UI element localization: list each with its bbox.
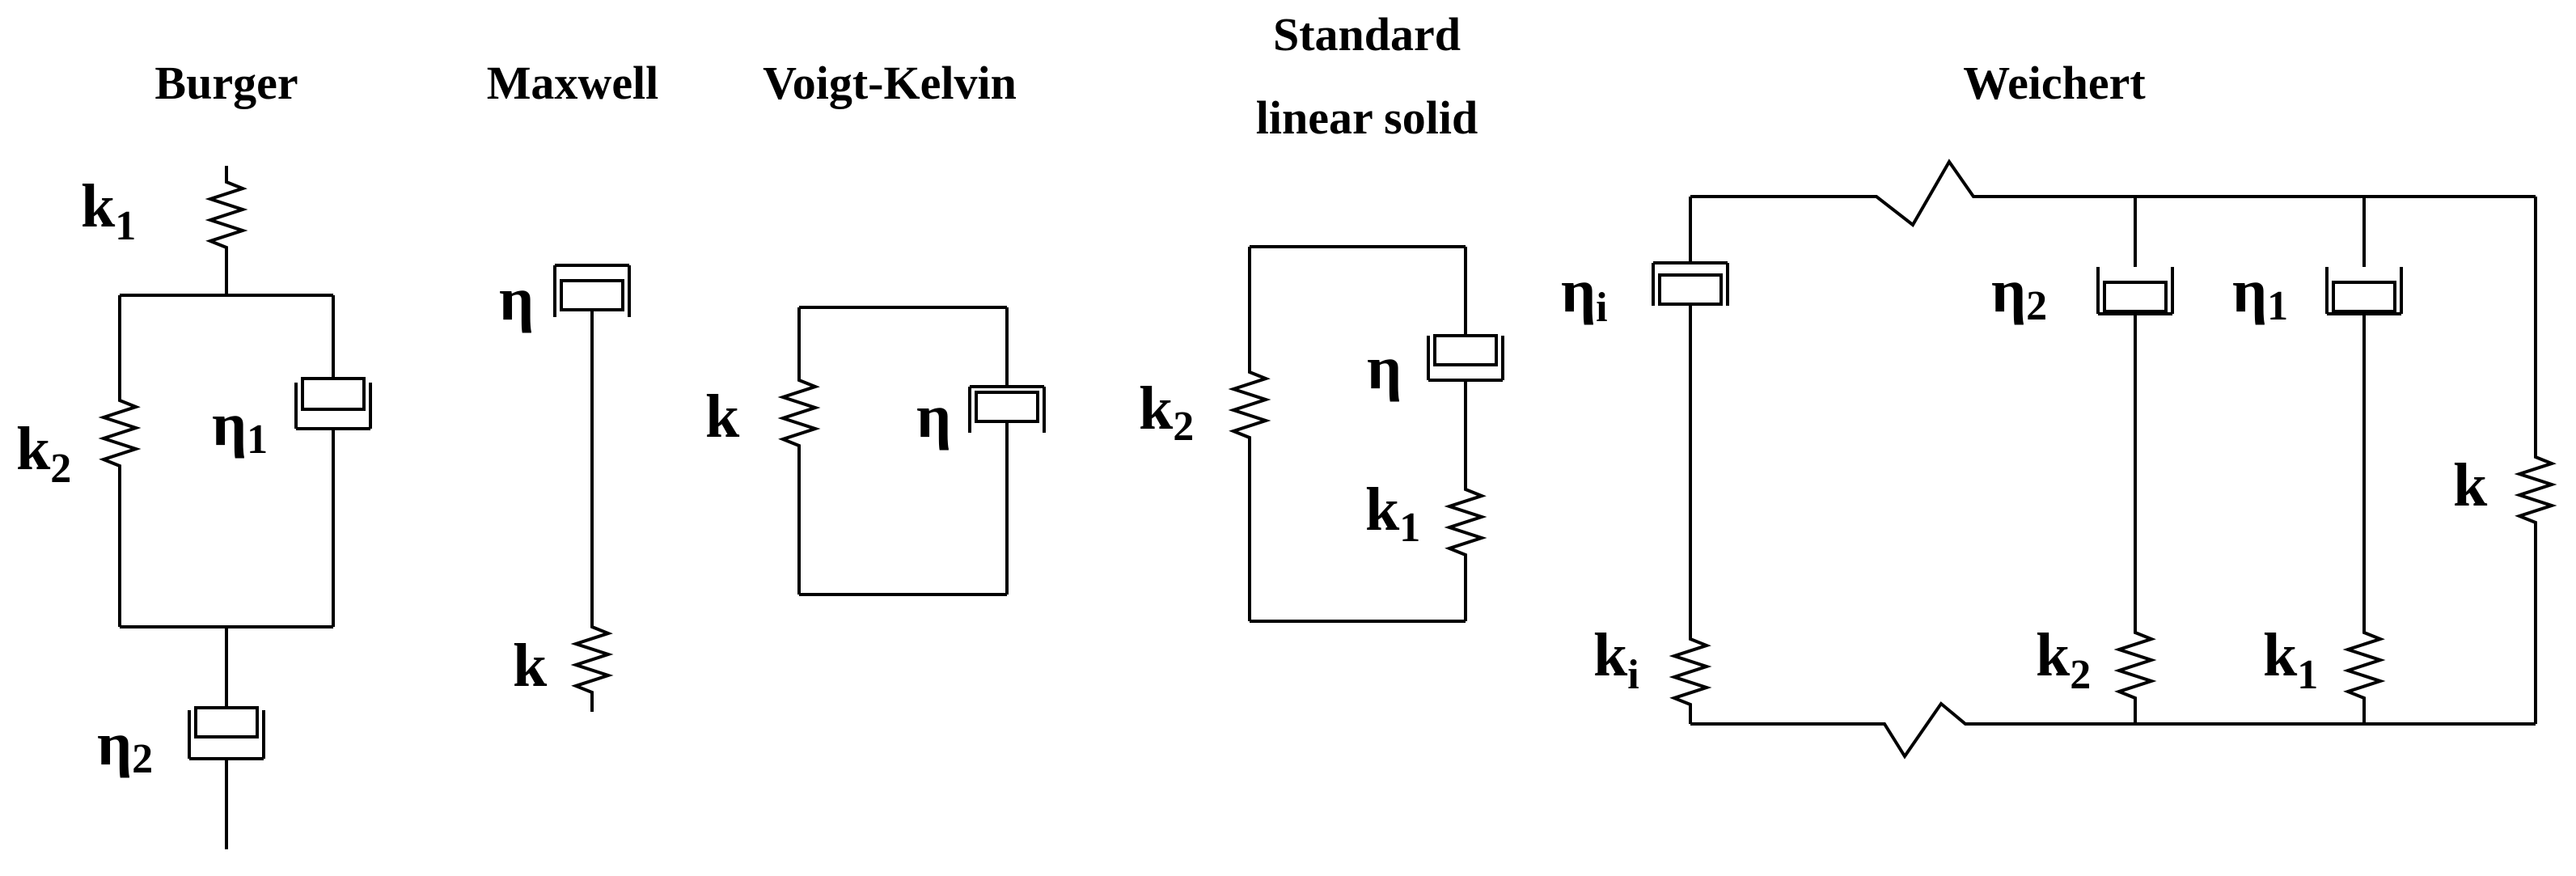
burger-spring-k2 bbox=[98, 295, 142, 627]
voigt-kelvin-title: Voigt-Kelvin bbox=[763, 57, 1017, 109]
burger-k1-label: k1 bbox=[81, 172, 136, 249]
vk-k-label: k bbox=[705, 383, 740, 451]
weichert-eta1-label: η1 bbox=[2232, 257, 2288, 329]
burger-eta2-label: η2 bbox=[97, 710, 153, 782]
sls-title-line1: Standard bbox=[1273, 8, 1461, 61]
weichert-dashpot-eta2 bbox=[2096, 197, 2174, 623]
weichert-spring-k2 bbox=[2113, 623, 2157, 724]
weichert-dashpot-eta1 bbox=[2325, 197, 2403, 623]
weichert-eta2-label: η2 bbox=[1991, 257, 2047, 329]
maxwell-spring-k bbox=[570, 611, 614, 712]
maxwell-k-label: k bbox=[513, 632, 548, 700]
sls-spring-k2 bbox=[1228, 247, 1271, 621]
weichert-eta-i-label: ηi bbox=[1561, 257, 1608, 331]
weichert-dashpot-eta-i bbox=[1652, 197, 1729, 629]
sls-k1-label: k1 bbox=[1365, 476, 1420, 551]
burger-spring-k1 bbox=[205, 166, 248, 295]
weichert-spring-k-i bbox=[1669, 629, 1712, 724]
sls-spring-k1 bbox=[1444, 477, 1487, 621]
weichert-bottom-bar bbox=[1690, 701, 2536, 760]
vk-dashpot-eta bbox=[968, 307, 1046, 595]
burger-eta1-label: η1 bbox=[212, 391, 268, 463]
weichert-k2-label: k2 bbox=[2036, 621, 2091, 698]
burger-model bbox=[98, 166, 372, 849]
vk-spring-k bbox=[777, 307, 821, 595]
sls-k2-label: k2 bbox=[1139, 375, 1194, 450]
weichert-title: Weichert bbox=[1963, 57, 2146, 109]
sls-model bbox=[1228, 245, 1504, 623]
burger-k2-label: k2 bbox=[16, 415, 71, 492]
burger-title: Burger bbox=[154, 57, 298, 109]
maxwell-eta-label: η bbox=[499, 265, 534, 333]
weichert-spring-k1 bbox=[2342, 623, 2386, 724]
weichert-k-i-label: ki bbox=[1593, 621, 1639, 698]
weichert-top-bar bbox=[1690, 159, 2536, 227]
weichert-spring-k bbox=[2514, 197, 2557, 724]
voigt-kelvin-model bbox=[777, 306, 1046, 596]
maxwell-model bbox=[553, 264, 631, 712]
vk-eta-label: η bbox=[916, 383, 951, 451]
weichert-model bbox=[1652, 159, 2557, 760]
sls-title-line2: linear solid bbox=[1256, 91, 1478, 144]
sls-eta-label: η bbox=[1367, 334, 1402, 402]
weichert-k-label: k bbox=[2453, 451, 2488, 519]
maxwell-title: Maxwell bbox=[487, 57, 659, 109]
burger-dashpot-eta1 bbox=[294, 295, 372, 627]
burger-dashpot-eta2 bbox=[188, 627, 265, 849]
maxwell-dashpot-eta bbox=[553, 264, 631, 611]
weichert-k1-label: k1 bbox=[2263, 621, 2318, 698]
sls-dashpot-eta bbox=[1427, 247, 1504, 477]
